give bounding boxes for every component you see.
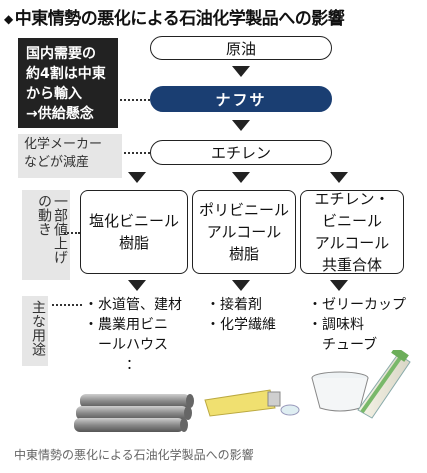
arrow-pvc-uses [128,280,146,291]
price-rise-connector [64,232,80,234]
product-pva: ポリビニール アルコール 樹脂 [192,190,296,274]
pipe-icon [74,394,194,432]
product-evoh-label: エチレン・ ビニール アルコール 共重合体 [314,190,390,274]
crude-oil-label: 原油 [225,39,256,58]
product-pvc: 塩化ビニール 樹脂 [80,190,188,274]
jelly-cup-icon [311,371,369,412]
arrow-to-pva [232,172,250,183]
condiment-tube-icon [357,350,411,419]
glue-tube-icon [204,389,300,417]
title-text: 中東情勢の悪化による石油化学製品への影響 [14,9,345,29]
product-pva-label: ポリビニール アルコール 樹脂 [198,201,289,263]
uses-label: 主な用途 [22,296,48,366]
page-title: ◆中東情勢の悪化による石油化学製品への影響 [4,4,345,29]
product-evoh: エチレン・ ビニール アルコール 共重合体 [300,190,404,274]
arrow-pva-uses [232,280,250,291]
price-rise-note: 一部値上げの動き [22,190,70,280]
crude-oil-box: 原油 [150,36,332,60]
arrow-evoh-uses [330,280,348,291]
arrow-naphtha-to-ethylene [232,120,250,131]
arrow-to-evoh [330,172,348,183]
title-mark-icon: ◆ [4,12,13,26]
ethylene-label: エチレン [210,144,271,162]
caption: 中東情勢の悪化による石油化学製品への影響 [14,448,254,462]
reduce-note-connector [124,152,150,154]
import-note-connector [120,99,150,101]
pva-uses: ・接着剤 ・化学繊維 [206,297,276,333]
naphtha-box: ナフサ [150,86,332,112]
arrow-to-pvc [128,172,146,183]
naphtha-label: ナフサ [215,90,267,109]
evoh-uses: ・ゼリーカップ ・調味料 チューブ [308,297,406,353]
import-note: 国内需要の 約4割は中東 から輸入 →供給懸念 [18,38,118,128]
reduce-note: 化学メーカー などが減産 [18,134,122,178]
arrow-crude-to-naphtha [232,66,250,77]
pvc-uses: ・水道管、建材 ・農業用ビニ ールハウス ： [84,297,182,373]
ethylene-box: エチレン [150,140,332,165]
product-pvc-label: 塩化ビニール 樹脂 [88,212,179,252]
product-illustrations [74,350,411,432]
uses-connector [52,304,82,306]
